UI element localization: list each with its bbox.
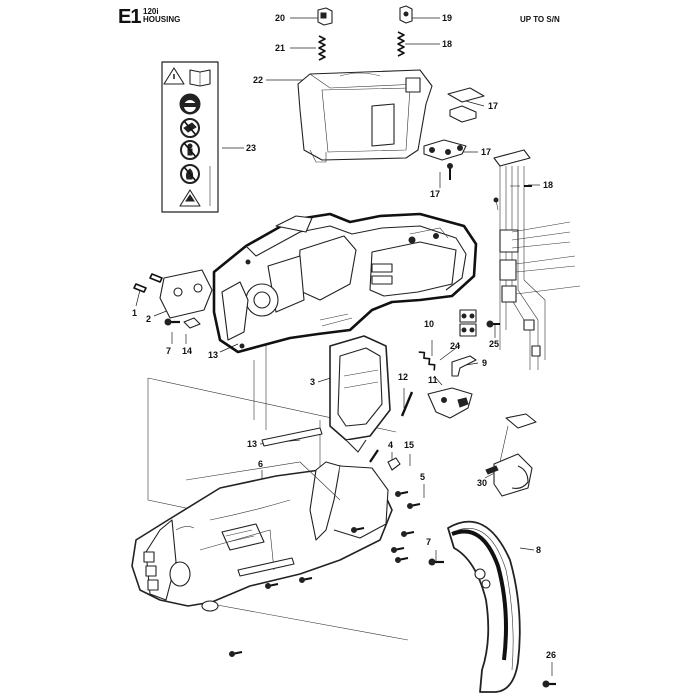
callout-19: 17	[488, 101, 498, 111]
part-15-clip	[183, 317, 201, 329]
warning-triangle-icon	[163, 67, 185, 85]
part-12-pin	[400, 391, 414, 417]
diagram-code: E1	[118, 6, 141, 28]
callout-9: 9	[482, 358, 487, 368]
part-18-switch	[423, 139, 467, 161]
part-17-screw-a	[447, 163, 453, 180]
manual-book-icon	[189, 69, 211, 87]
callout-21: 19	[442, 13, 452, 23]
part-9-lever	[451, 355, 477, 377]
part-16-knob	[387, 457, 401, 471]
part-25-warning-label	[161, 61, 219, 213]
part-11-throttle	[427, 387, 473, 419]
callout-2: 2	[146, 314, 151, 324]
callout-15: 14	[182, 346, 192, 356]
callout-24: 22	[253, 75, 263, 85]
no-fire-icon	[180, 164, 200, 184]
callout-25: 23	[246, 143, 256, 153]
kickback-icon	[179, 189, 201, 207]
serial-note: UP TO S/N	[520, 15, 560, 24]
no-children-icon	[180, 140, 200, 160]
callout-6: 6	[258, 459, 263, 469]
part-10-spring	[418, 351, 436, 371]
callout-27: 25	[489, 339, 499, 349]
callout-22: 20	[275, 13, 285, 23]
part-7-screw-b	[428, 558, 444, 566]
part-27-screw	[486, 320, 500, 328]
callout-17b: 18	[543, 180, 553, 190]
section-title: HOUSING	[143, 15, 181, 24]
callout-7a: 7	[166, 346, 171, 356]
callout-12: 12	[398, 372, 408, 382]
callout-30: 30	[477, 478, 487, 488]
part-5-screw	[407, 503, 421, 509]
callout-labels: 20 19 21 18 22 17 17 17 18 23 1 2 7 14 1…	[132, 13, 556, 660]
part-13-shaft	[261, 427, 323, 447]
part-2-plate	[159, 269, 213, 319]
part-26-connectors	[459, 309, 477, 337]
part-7-screw-a	[164, 318, 180, 326]
part-8-handle	[447, 520, 521, 693]
callout-13: 13	[247, 439, 257, 449]
callout-20: 18	[442, 39, 452, 49]
main-housing	[212, 212, 478, 354]
callout-8: 8	[536, 545, 541, 555]
callout-14: 13	[208, 350, 218, 360]
callout-28: 26	[546, 650, 556, 660]
part-23-spring	[318, 35, 326, 61]
part-24-tank	[297, 69, 433, 163]
callout-18: 17	[481, 147, 491, 157]
callout-26: 24	[450, 341, 460, 351]
callout-3: 3	[310, 377, 315, 387]
callout-7b: 7	[426, 537, 431, 547]
callout-10: 10	[424, 319, 434, 329]
part-6-top-cover	[131, 461, 393, 612]
part-20-spring	[397, 31, 405, 57]
callout-11: 11	[428, 375, 438, 385]
part-30-bracket	[485, 413, 537, 497]
model-name: 120i	[143, 7, 159, 16]
callout-16: 15	[404, 440, 414, 450]
no-hands-icon	[180, 118, 200, 138]
callout-17a: 17	[430, 189, 440, 199]
helmet-icon	[179, 93, 201, 115]
callout-4: 4	[388, 440, 393, 450]
part-28-screw	[542, 680, 556, 688]
part-4-pin	[369, 449, 379, 463]
part-21-clip	[399, 5, 413, 24]
callout-23: 21	[275, 43, 285, 53]
part-1-screws	[133, 273, 163, 293]
wiring-harness	[493, 149, 581, 370]
part-3-filter-cover	[329, 335, 391, 453]
callout-5: 5	[420, 472, 425, 482]
part-22-clip	[317, 7, 333, 26]
part-19-bracket	[447, 87, 485, 123]
callout-1: 1	[132, 308, 137, 318]
